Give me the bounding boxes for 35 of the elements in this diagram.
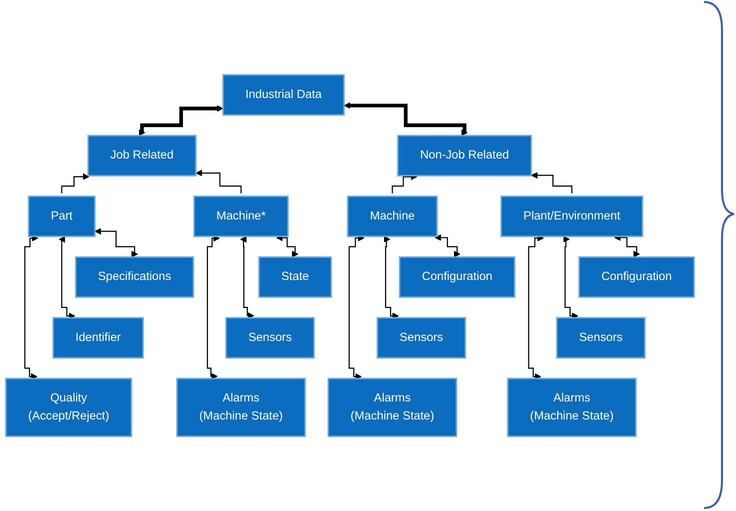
node-box: State bbox=[258, 256, 332, 298]
arrow bbox=[344, 102, 468, 136]
arrow bbox=[58, 236, 76, 320]
node-box: Alarms (Machine State) bbox=[507, 378, 637, 437]
node-box: Job Related bbox=[87, 134, 197, 176]
arrow bbox=[348, 234, 364, 380]
node-box: Machine bbox=[347, 196, 438, 237]
arrow bbox=[384, 236, 399, 320]
arrow bbox=[276, 234, 298, 258]
arrow bbox=[240, 236, 254, 319]
node-box: Alarms (Machine State) bbox=[176, 378, 306, 437]
node-box: Configuration bbox=[398, 256, 516, 298]
node-box: Sensors bbox=[225, 316, 315, 358]
arrow bbox=[528, 234, 544, 380]
arrow bbox=[94, 228, 138, 258]
arrow bbox=[563, 236, 578, 320]
arrow bbox=[61, 173, 90, 194]
node-box: Configuration bbox=[578, 256, 695, 298]
node-box: Machine* bbox=[193, 196, 289, 237]
node-box: Industrial Data bbox=[222, 74, 345, 116]
node-box: Identifier bbox=[52, 316, 144, 358]
arrow bbox=[434, 234, 460, 258]
arrow bbox=[138, 105, 224, 136]
node-box: Plant/Environment bbox=[500, 196, 644, 237]
node-box: Part bbox=[28, 196, 96, 237]
node-box: Sensors bbox=[556, 316, 646, 358]
arrow bbox=[531, 172, 572, 194]
node-box: Non-Job Related bbox=[397, 134, 532, 176]
node-box: Quality (Accept/Reject) bbox=[5, 378, 132, 437]
node-box: Sensors bbox=[376, 316, 466, 358]
arrow bbox=[196, 170, 242, 194]
arrow bbox=[24, 234, 38, 380]
node-box: Alarms (Machine State) bbox=[328, 378, 458, 437]
node-box: Specifications bbox=[75, 256, 194, 298]
arrow bbox=[206, 234, 220, 380]
